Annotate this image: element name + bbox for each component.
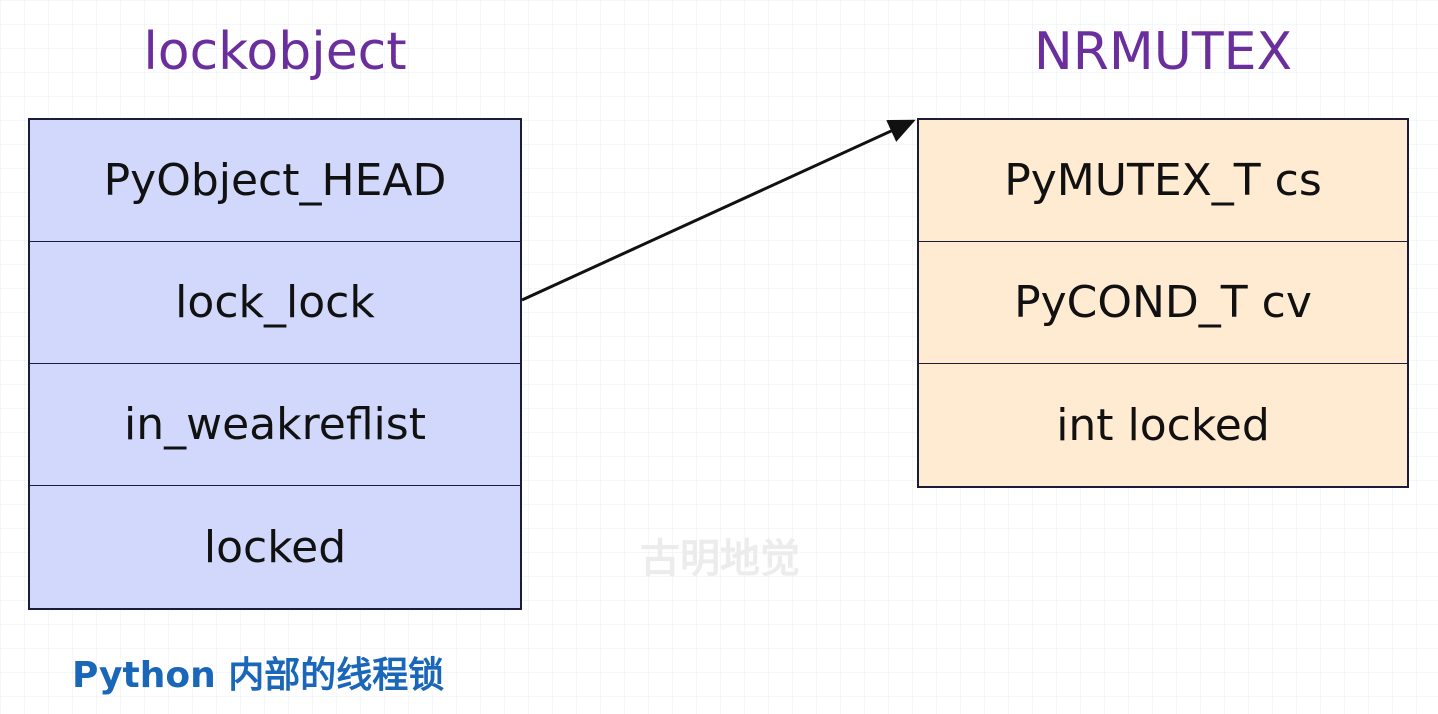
field-pycond-cv: PyCOND_T cv: [919, 242, 1407, 364]
field-lock-lock: lock_lock: [30, 242, 520, 364]
field-int-locked: int locked: [1056, 399, 1270, 451]
caption: Python 内部的线程锁: [72, 655, 445, 696]
watermark: 古明地觉: [640, 536, 800, 582]
lockobject-struct: PyObject_HEAD lock_lock in_weakreflist l…: [28, 118, 522, 610]
field-locked: locked: [203, 521, 347, 573]
nrmutex-struct: PyMUTEX_T cs PyCOND_T cv int locked: [917, 118, 1409, 488]
lockobject-title: lockobject: [143, 22, 407, 82]
field-pyobject-head: PyObject_HEAD: [30, 120, 520, 242]
field-pymutex-cs: PyMUTEX_T cs: [919, 120, 1407, 242]
arrow-line: [521, 119, 916, 302]
nrmutex-title: NRMUTEX: [1033, 22, 1293, 82]
field-in-weakreflist: in_weakreflist: [30, 364, 520, 486]
